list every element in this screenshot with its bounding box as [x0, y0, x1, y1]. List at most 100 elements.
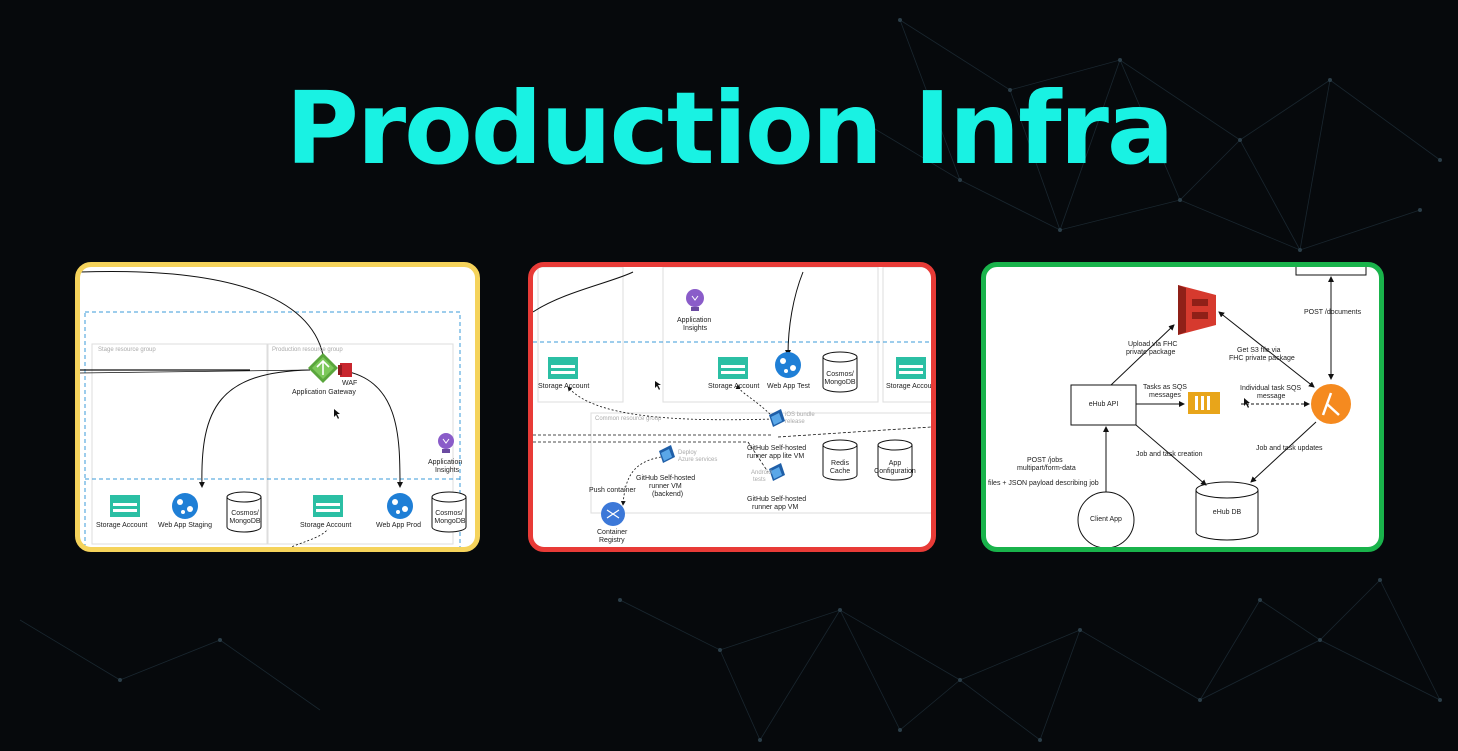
app-insights-label-2: Insights — [683, 325, 708, 332]
panel-azure-waf-canvas — [80, 270, 467, 547]
cosmos-stage-label-2: MongoDB — [229, 518, 261, 525]
storage-account-left-icon — [548, 357, 578, 379]
panel-azure-waf: Stage resource group Production resource… — [75, 262, 480, 552]
web-app-test-icon — [775, 352, 801, 378]
push-container-label: Push container — [589, 487, 636, 494]
ehub-db-icon — [1195, 481, 1259, 541]
cosmos-prod-label-1: Cosmos/ — [435, 510, 463, 517]
deploy-label-2: Azure services — [678, 457, 718, 463]
runner-backend-label-2: runner VM — [649, 483, 682, 490]
upload-label-1: Upload via FHC — [1128, 341, 1178, 348]
cosmos-stage-icon — [226, 491, 262, 533]
storage-account-right-label: Storage Accou — [886, 383, 932, 390]
job-task-creation-label: Job and task creation — [1136, 451, 1203, 458]
post-jobs-label-2: multipart/form-data — [1017, 465, 1076, 472]
app-insights-label-1: Application — [677, 317, 712, 324]
stage-group-label: Stage resource group — [98, 347, 156, 353]
lambda-function-icon — [1311, 384, 1351, 424]
cosmos-prod-icon — [431, 491, 467, 533]
redis-label-1: Redis — [831, 460, 849, 467]
prod-group-box — [267, 343, 454, 545]
storage-account-stage-label: Storage Account — [96, 522, 148, 529]
panel-aws: POST /documents Upload via FHC private p… — [981, 262, 1384, 552]
cursor-icon — [655, 381, 661, 390]
android-label-2: tests — [753, 477, 766, 483]
panel-azure-runners-canvas — [533, 267, 931, 526]
ios-bundle-label-1: iOS bundle — [785, 412, 815, 418]
cursor-icon — [1244, 398, 1250, 408]
get-s3-label-2: FHC private package — [1229, 355, 1295, 362]
application-gateway-icon — [308, 353, 338, 383]
android-label-1: Android — [751, 470, 772, 476]
storage-account-right-icon — [896, 357, 926, 379]
runner-app-vm-icon — [769, 463, 785, 481]
ehub-api-box — [1070, 384, 1137, 426]
runner-backend-vm-icon — [659, 445, 675, 463]
waf-label: WAF — [342, 380, 358, 387]
storage-account-stage-icon — [110, 495, 140, 517]
ehub-api-label: eHub API — [1088, 401, 1119, 408]
vnet-boundary — [84, 311, 461, 547]
web-app-staging-icon — [172, 493, 198, 519]
app-config-label-2: Configuration — [874, 468, 916, 475]
cursor-icon — [334, 409, 340, 419]
runner-backend-label-1: GitHub Self-hosted — [636, 475, 696, 482]
web-app-staging-label: Web App Staging — [158, 522, 212, 529]
storage-account-mid-icon — [718, 357, 748, 379]
storage-account-mid-label: Storage Account — [708, 383, 760, 390]
container-registry-icon — [601, 502, 625, 526]
app-config-label-1: App — [888, 460, 902, 467]
panel-azure-runners: Application Insights Storage Account Sto… — [528, 262, 936, 552]
cosmos-label-1: Cosmos/ — [826, 371, 854, 378]
web-app-test-label: Web App Test — [767, 383, 810, 390]
redis-label-2: Cache — [829, 468, 851, 475]
individual-label-2: message — [1257, 393, 1286, 400]
registry-label-1: Container — [597, 529, 628, 536]
tasks-sqs-label-2: messages — [1149, 392, 1181, 399]
common-group-label: Common resource group — [595, 416, 662, 422]
prod-group-label: Production resource group — [272, 347, 343, 353]
runner-lite-label-1: GitHub Self-hosted — [747, 445, 807, 452]
files-payload-label: files + JSON payload describing job — [988, 480, 1099, 487]
runner-backend-label-3: (backend) — [652, 491, 684, 498]
cosmos-label-2: MongoDB — [824, 379, 856, 386]
upload-label-2: private package — [1126, 349, 1176, 356]
redis-cache-icon — [822, 439, 858, 481]
ehub-db-label: eHub DB — [1212, 509, 1242, 516]
stage-group-box — [91, 343, 268, 545]
panel-aws-canvas — [1070, 267, 1367, 547]
web-app-prod-label: Web App Prod — [376, 522, 422, 529]
storage-account-prod-icon — [313, 495, 343, 517]
ios-bundle-label-2: release — [785, 419, 805, 425]
deploy-label-1: Deploy — [678, 450, 697, 456]
storage-account-left-label: Storage Account — [538, 383, 590, 390]
sqs-queue-icon — [1188, 392, 1220, 414]
app-gateway-label: Application Gateway — [292, 389, 356, 396]
get-s3-label-1: Get S3 file via — [1237, 347, 1281, 354]
tasks-sqs-label-1: Tasks as SQS — [1143, 384, 1187, 391]
app-configuration-icon — [877, 439, 913, 481]
page-title: Production Infra — [285, 70, 1175, 187]
runner-lite-label-2: runner app lite VM — [747, 453, 805, 460]
application-insights-icon — [438, 433, 454, 453]
cosmos-icon — [822, 351, 858, 393]
job-task-updates-label: Job and task updates — [1256, 445, 1323, 452]
storage-account-prod-label: Storage Account — [300, 522, 352, 529]
registry-label-2: Registry — [599, 537, 625, 544]
waf-icon — [338, 363, 352, 377]
application-insights-icon — [686, 289, 704, 311]
app-insights-label-1: Application — [428, 459, 463, 466]
post-documents-label: POST /documents — [1304, 309, 1362, 316]
post-jobs-label-1: POST /jobs — [1027, 457, 1063, 464]
web-app-prod-icon — [387, 493, 413, 519]
runner-lite-vm-icon — [769, 409, 785, 427]
individual-label-1: Individual task SQS — [1240, 385, 1302, 392]
runner-app-label-2: runner app VM — [752, 504, 799, 511]
client-app-label: Client App — [1090, 516, 1122, 523]
app-insights-label-2: Insights — [435, 467, 460, 474]
s3-bucket-icon — [1178, 285, 1216, 335]
cosmos-stage-label-1: Cosmos/ — [231, 510, 259, 517]
runner-app-label-1: GitHub Self-hosted — [747, 496, 807, 503]
cosmos-prod-label-2: MongoDB — [434, 518, 466, 525]
